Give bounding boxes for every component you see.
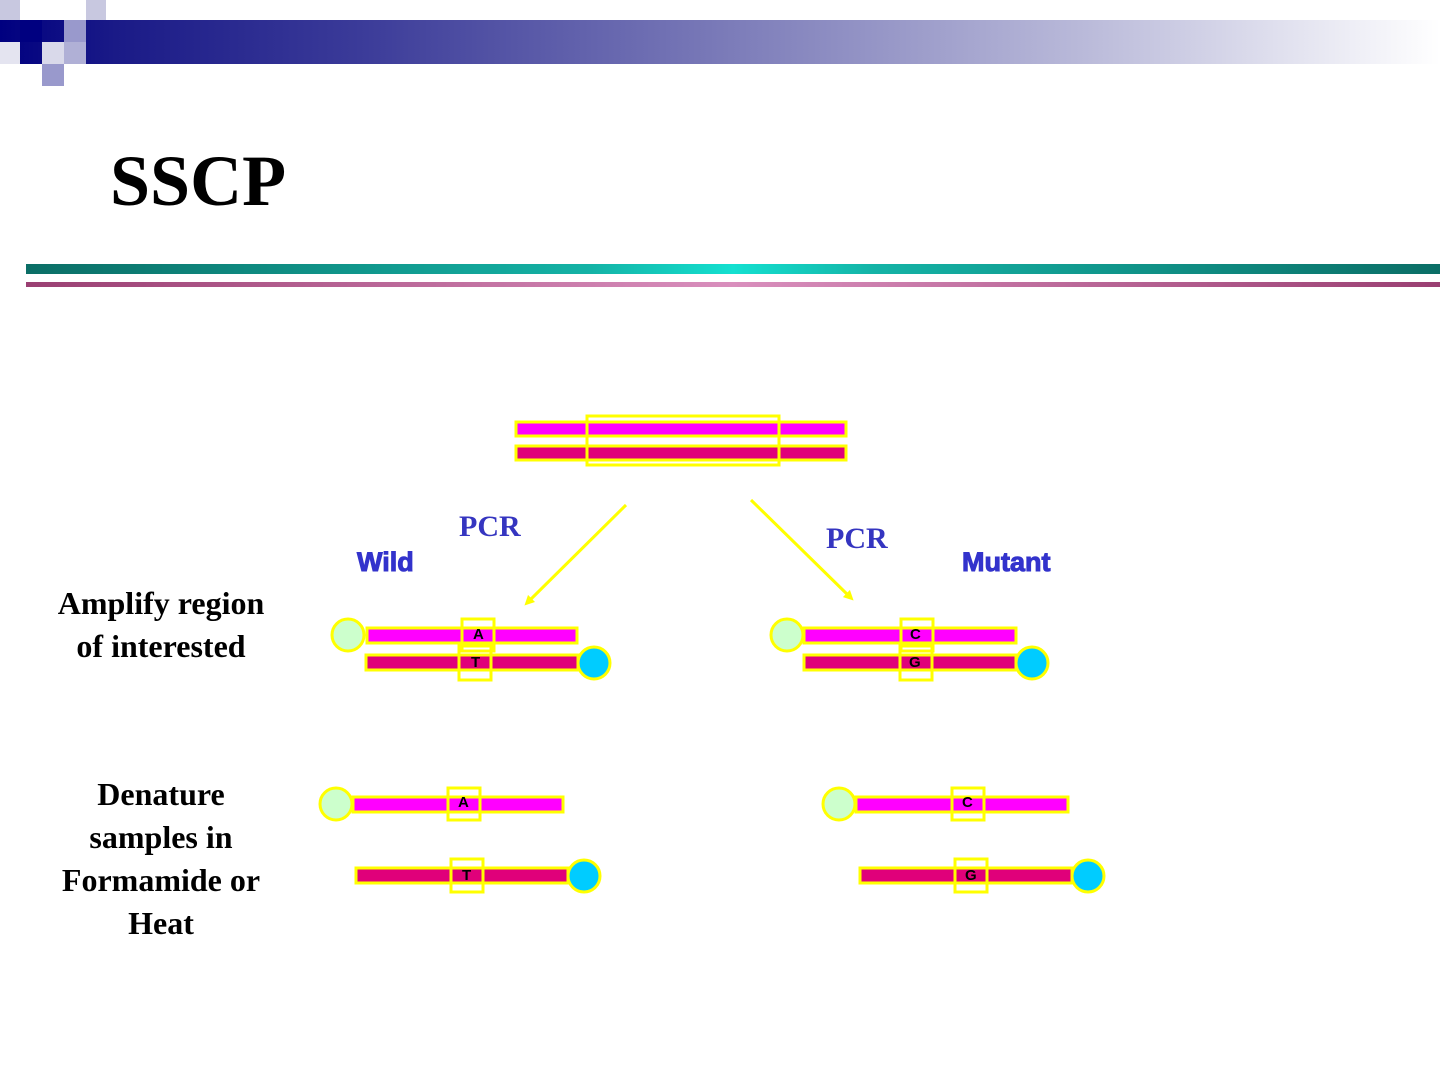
logo-square-light: [86, 0, 106, 20]
mutation-site-box: [460, 617, 496, 653]
step-amplify-label: Amplify region of interested: [30, 582, 292, 668]
pcr-label-right: PCR: [826, 522, 888, 555]
logo-square-dark: [20, 20, 42, 42]
step-denature-label: Denature samples in Formamide or Heat: [30, 773, 292, 945]
wild-base-bottom: T: [471, 654, 480, 671]
logo-square-mid: [64, 42, 86, 64]
mutation-site-box: [953, 857, 989, 894]
step-amplify-line: Amplify region: [57, 585, 265, 621]
primer-end-blue: [1070, 858, 1106, 894]
step-denature-line: Heat: [128, 905, 194, 941]
logo-square-mid: [42, 64, 64, 86]
wild-duplex: A T: [330, 617, 612, 682]
mutant-single-strands: C G: [821, 786, 1106, 894]
mutant-duplex: C G: [769, 617, 1050, 682]
primer-end-blue: [566, 858, 602, 894]
step-denature-line: Denature: [97, 776, 225, 812]
wild-single-strands: A T: [318, 786, 602, 894]
logo-square-light: [0, 42, 20, 64]
step-amplify-line: of interested: [76, 628, 246, 664]
header-gradient-band: [0, 20, 1440, 64]
logo-square-light: [42, 42, 64, 64]
mutation-site-box: [449, 857, 485, 894]
source-strand-top: [514, 420, 848, 438]
source-dna-duplex: [514, 414, 848, 467]
mutation-site-box: [950, 786, 986, 822]
mutation-site-box: [899, 617, 935, 653]
mutant-single-base-bottom: G: [965, 867, 977, 884]
logo-square-light: [0, 0, 20, 20]
mutation-site-box: [446, 786, 482, 822]
step-denature-line: Formamide or: [61, 862, 261, 898]
target-region-box: [585, 414, 781, 467]
mutant-label: Mutant: [961, 547, 1051, 578]
wild-single-base-bottom: T: [462, 867, 471, 884]
mutant-base-top: C: [910, 626, 921, 643]
primer-end-blue: [576, 645, 612, 681]
primer-end-light: [318, 786, 354, 822]
source-strand-bottom: [514, 444, 848, 462]
title-rule-teal: [26, 264, 1440, 274]
wild-strand-top: [365, 626, 579, 645]
mutation-site-box: [457, 644, 493, 682]
primer-end-light: [330, 617, 366, 653]
logo-square-light: [64, 20, 86, 42]
wild-base-top: A: [473, 626, 484, 643]
primer-end-light: [769, 617, 805, 653]
title-rule-mauve: [26, 282, 1440, 287]
mutation-site-box: [898, 644, 934, 682]
pcr-label-left: PCR: [459, 510, 521, 543]
mutant-single-base-top: C: [962, 794, 973, 811]
slide-title: SSCP: [110, 141, 287, 221]
step-denature-line: samples in: [89, 819, 233, 855]
pcr-arrow-left: [524, 503, 628, 606]
pcr-arrow-right: [749, 498, 854, 601]
wild-label: Wild: [357, 547, 415, 578]
primer-end-light: [821, 786, 857, 822]
mutant-base-bottom: G: [909, 654, 921, 671]
wild-single-base-top: A: [458, 794, 469, 811]
primer-end-blue: [1014, 645, 1050, 681]
